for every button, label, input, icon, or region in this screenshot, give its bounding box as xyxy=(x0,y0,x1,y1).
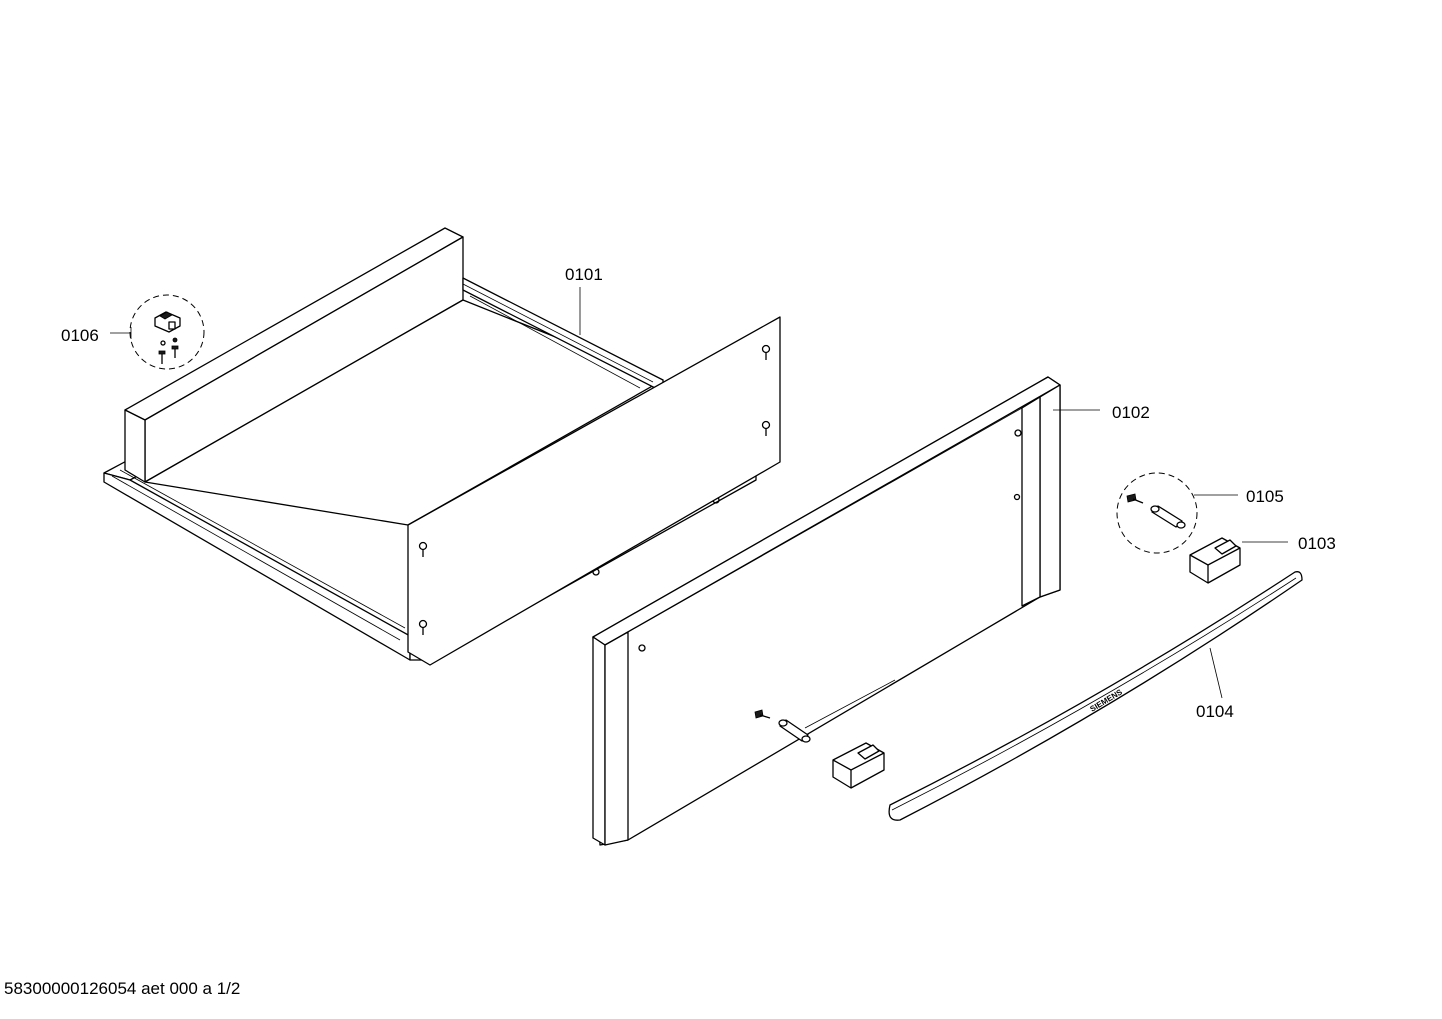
front-panel-part xyxy=(592,376,1061,846)
part-label-0101: 0101 xyxy=(565,265,603,284)
part-label-0105: 0105 xyxy=(1246,487,1284,506)
part-label-0106: 0106 xyxy=(61,326,99,345)
pin-screw-assembly xyxy=(754,709,811,743)
detail-circle-0106 xyxy=(129,294,205,370)
part-label-0103: 0103 xyxy=(1298,534,1336,553)
mount-block-part xyxy=(832,742,885,789)
part-label-0102: 0102 xyxy=(1112,403,1150,422)
mount-block-part xyxy=(1189,537,1241,584)
keyhole-slot-icon xyxy=(418,344,771,635)
part-label-0104: 0104 xyxy=(1196,702,1234,721)
detail-circle-0105 xyxy=(1116,472,1198,554)
document-id-footer: 58300000126054 aet 000 a 1/2 xyxy=(4,979,241,998)
drawer-box-part xyxy=(103,227,781,666)
